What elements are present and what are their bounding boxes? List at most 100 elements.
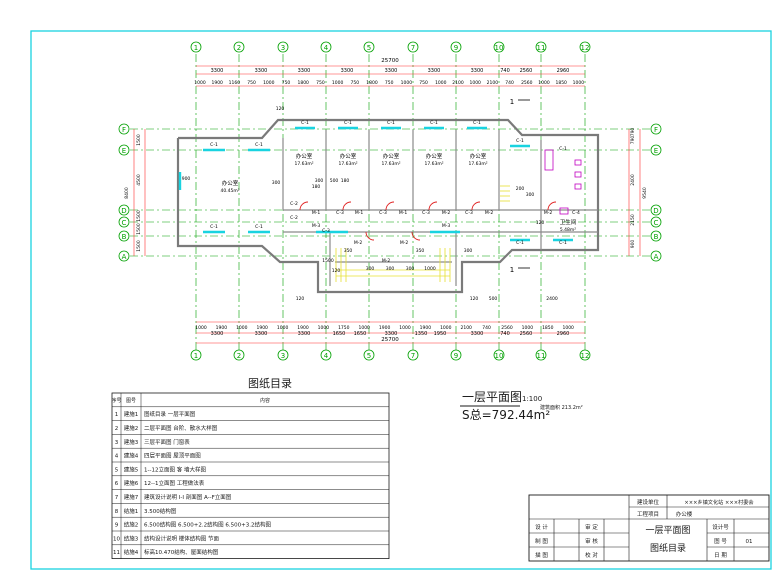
dim-right: 9540: [642, 187, 648, 199]
dim-small: 120: [276, 106, 285, 112]
dim-small: 1000: [424, 266, 436, 272]
axis-label-col: 7: [411, 352, 415, 360]
catalog-cell-code: 建施2: [124, 424, 139, 432]
dim-bottom-seg: 1900: [420, 325, 432, 331]
dim-small: 2400: [546, 296, 558, 302]
window-label: C-1: [210, 142, 218, 148]
dim-top-seg: 750: [351, 80, 360, 86]
dim-small: 180: [341, 178, 350, 184]
axis-bubble: [650, 144, 662, 156]
catalog-title: 图纸目录: [248, 377, 292, 390]
axis-label-row: E: [654, 147, 658, 155]
dim-top-seg: 1000: [263, 80, 275, 86]
dim-bottom-span: 3300: [211, 331, 224, 337]
axis-label-col: 2: [237, 44, 241, 52]
room-area: 17.63m²: [294, 161, 313, 167]
dim-small: 120: [536, 220, 545, 226]
axis-bubble: [363, 41, 375, 53]
axis-bubble: [118, 216, 130, 228]
dim-bottom-seg: 1000: [318, 325, 330, 331]
window-label: C-1: [516, 138, 524, 144]
axis-bubble: [535, 41, 547, 53]
dim-bottom-seg: 1000: [195, 325, 207, 331]
dim-right: 2150: [630, 214, 636, 226]
axis-bubble: [650, 204, 662, 216]
dim-bottom-span: 2560: [520, 331, 533, 337]
dim-small: 120: [470, 296, 479, 302]
title-block-role: 制 图: [535, 537, 548, 545]
axis-bubble: [493, 41, 505, 53]
axis-label-col: 9: [454, 352, 458, 360]
catalog-cell-content: 图纸目录 一层平面图: [144, 410, 196, 418]
dim-bottom-seg: 1900: [256, 325, 268, 331]
dim-bottom-span: 1950: [434, 331, 447, 337]
catalog-cell-code: 建施3: [124, 438, 139, 446]
stair-treads: [335, 185, 510, 282]
door-label: M-1: [355, 210, 364, 216]
dim-small: 120: [332, 268, 341, 274]
axis-bubble: [579, 349, 591, 361]
catalog-cell-code: 建施6: [124, 479, 139, 487]
axis-bubble: [320, 41, 332, 53]
title-block-meta-label: 图 号: [714, 537, 727, 545]
catalog-cell-code: 结施4: [124, 548, 139, 556]
axis-label-row: D: [121, 207, 126, 215]
room-area: 17.63m²: [381, 161, 400, 167]
catalog-cell-no: 2: [115, 426, 119, 432]
axis-bubble: [407, 41, 419, 53]
dim-top-seg: 2100: [452, 80, 464, 86]
title-block-check: 审 定: [585, 523, 598, 531]
dim-bottom-span: 740: [500, 331, 510, 337]
axis-label-row: F: [654, 126, 658, 134]
dim-small: 350: [416, 248, 425, 254]
room-area: 5.48m²: [560, 227, 576, 233]
room-name: 办公室: [222, 179, 239, 187]
window-label: C-1: [344, 120, 352, 126]
room-name: 办公室: [426, 152, 443, 160]
catalog-cell-content: 建筑设计说明 I-I 剖面图 A--F立面图: [144, 493, 232, 501]
title-block: 建设单位×××乡镇文化站 ×××村委会工程项目办公楼设 计制 图描 图审 定审 …: [528, 494, 770, 562]
axis-label-col: 9: [454, 44, 458, 52]
dim-bottom-span: 3300: [385, 331, 398, 337]
axis-label-col: 12: [581, 352, 590, 360]
axis-label-col: 4: [324, 44, 329, 52]
catalog-cell-content: 6.500结构图 6.500+2.2结构图 6.500+3.2结构图: [144, 521, 271, 529]
title-block-check: 审 核: [585, 537, 598, 545]
catalog-header-no: 序号: [111, 397, 121, 404]
dim-bottom-seg: 1900: [216, 325, 228, 331]
dim-top-seg: 1000: [435, 80, 447, 86]
axis-bubble: [118, 230, 130, 242]
catalog-cell-no: 6: [115, 481, 119, 487]
axis-bubble: [407, 349, 419, 361]
room-name: 卫生间: [560, 218, 577, 226]
catalog-cell-no: 9: [115, 523, 119, 529]
axis-label-row: C: [654, 219, 659, 227]
dim-bottom-seg: 1000: [358, 325, 370, 331]
dimension-lines: [133, 65, 641, 344]
building-walls: [176, 118, 600, 294]
axis-bubble: [190, 349, 202, 361]
dim-small: 300: [272, 180, 281, 186]
catalog-cell-content: 二层平面图 台阶、散水大样图: [144, 424, 218, 432]
catalog-cell-no: 10: [113, 536, 120, 542]
axis-label-col: 12: [581, 44, 590, 52]
dim-top-seg: 750: [419, 80, 428, 86]
dim-bottom-span: 1650: [333, 331, 346, 337]
dim-left: 1500: [136, 223, 142, 235]
dim-bottom-seg: 1000: [277, 325, 289, 331]
dim-bottom-seg: 740: [482, 325, 491, 331]
drawing-frame: [30, 30, 772, 570]
window-label: C-1: [255, 224, 263, 230]
catalog-header-code: 图号: [126, 398, 136, 404]
dim-top-seg: 1000: [401, 80, 413, 86]
dim-small: 500: [489, 296, 498, 302]
door-label: M-2: [485, 210, 494, 216]
title-block-meta-label: 设计号: [712, 523, 729, 531]
dim-total-top: 25700: [381, 58, 399, 64]
window-label: C-1: [210, 224, 218, 230]
axis-bubble: [320, 349, 332, 361]
dim-top-seg: 750: [282, 80, 291, 86]
window-label: C-1: [559, 146, 567, 152]
